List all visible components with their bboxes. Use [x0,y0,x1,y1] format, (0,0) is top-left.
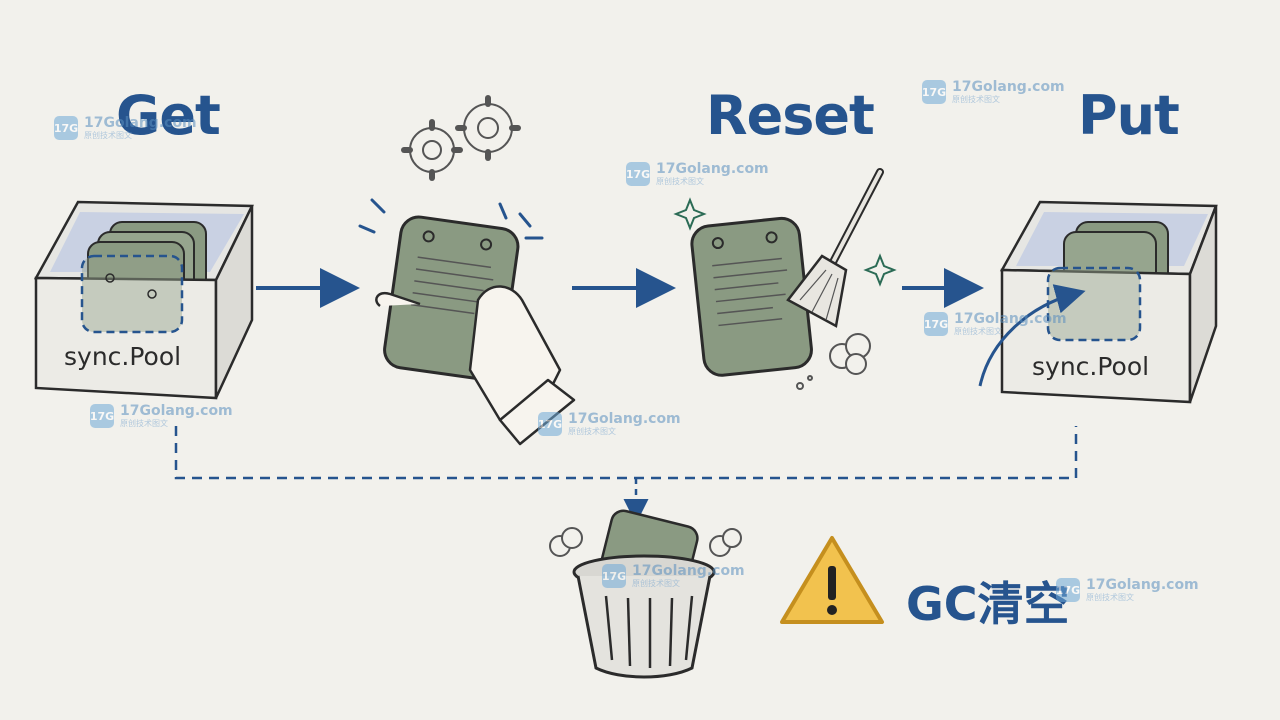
watermark-logo: 17G [924,312,948,336]
sparkle-icon [673,197,707,231]
watermark-site: 17Golang.com [632,563,745,579]
watermark-sub: 原创技术图文 [954,327,1002,336]
trash-can-icon [549,509,742,679]
get-pool-label: sync.Pool [64,342,182,371]
warning-icon [780,536,884,624]
pool-card-dashed [80,254,184,334]
broom-icon [786,168,884,328]
put-pool-label: sync.Pool [1032,352,1150,381]
sparkle-icon-2 [863,253,897,287]
watermark-sub: 原创技术图文 [84,131,132,140]
insert-arrow [978,284,1086,387]
get-title: Get [116,84,221,147]
watermark-site: 17Golang.com [656,161,769,177]
dust-cloud [796,333,871,390]
gc-dashed-path [174,426,1078,480]
watermark-site: 17Golang.com [954,311,1067,327]
reset-title: Reset [706,84,875,147]
watermark-sub: 原创技术图文 [952,95,1000,104]
watermark-site: 17Golang.com [84,115,197,131]
watermark-logo: 17G [602,564,626,588]
watermark-logo: 17G [538,412,562,436]
watermark-site: 17Golang.com [568,411,681,427]
watermark-logo: 17G [1056,578,1080,602]
watermark-logo: 17G [90,404,114,428]
watermark-sub: 原创技术图文 [120,419,168,428]
gear-icon [401,95,521,181]
watermark-logo: 17G [54,116,78,140]
watermark-logo: 17G [626,162,650,186]
watermark-site: 17Golang.com [952,79,1065,95]
put-pool-box [978,200,1218,404]
watermark-site: 17Golang.com [1086,577,1199,593]
watermark-sub: 原创技术图文 [1086,593,1134,602]
watermark-logo: 17G [922,80,946,104]
watermark-sub: 原创技术图文 [632,579,680,588]
hand-icon [375,285,576,446]
get-pool-box [33,200,254,400]
watermark-sub: 原创技术图文 [568,427,616,436]
watermark-sub: 原创技术图文 [656,177,704,186]
reset-object-card [690,216,813,377]
motion-lines [358,198,544,240]
put-title: Put [1078,84,1180,147]
watermark-site: 17Golang.com [120,403,233,419]
gc-clear-label: GC清空 [906,577,1070,631]
